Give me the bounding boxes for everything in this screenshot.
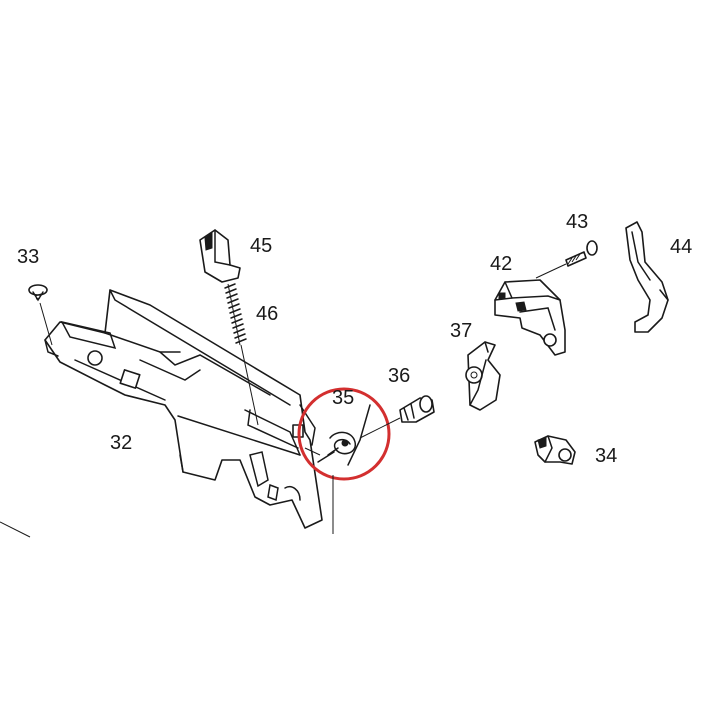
label-33: 33 (17, 246, 39, 268)
part-36-pin (399, 395, 435, 423)
label-34: 34 (595, 445, 617, 467)
part-32-frame (44, 289, 323, 529)
label-37: 37 (450, 320, 472, 342)
label-36: 36 (388, 365, 410, 387)
label-42: 42 (490, 253, 512, 275)
part-44-lever (625, 221, 669, 333)
label-43: 43 (566, 211, 588, 233)
label-32: 32 (110, 432, 132, 454)
edge-fragment (0, 521, 31, 538)
part-34-clip (534, 435, 576, 465)
part-37-lever (465, 341, 501, 411)
axis-line (359, 417, 401, 439)
part-43-screw (535, 240, 598, 279)
part-35-torsion-spring (304, 404, 371, 534)
part-46-spring (224, 283, 259, 426)
label-46: 46 (256, 303, 278, 325)
part-45-block (199, 229, 241, 283)
label-45: 45 (250, 235, 272, 257)
part-42-bracket (494, 279, 566, 356)
part-33-screw (28, 284, 53, 346)
label-44: 44 (670, 236, 692, 258)
label-35: 35 (332, 387, 354, 409)
highlight-circle (297, 387, 391, 481)
